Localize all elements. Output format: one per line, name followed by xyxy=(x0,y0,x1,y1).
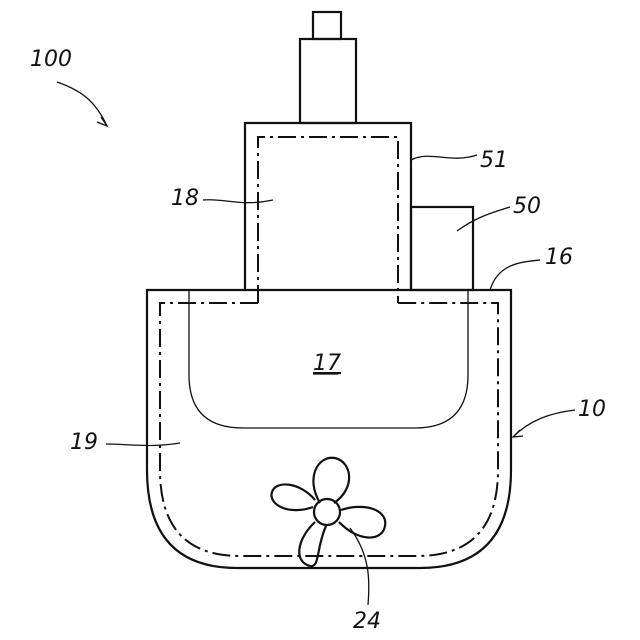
mast-cap xyxy=(313,12,341,39)
housing-51-outline xyxy=(245,123,411,290)
mast-stack xyxy=(300,39,356,123)
ref-label-16: 16 xyxy=(545,245,573,270)
ref-label-18: 18 xyxy=(171,186,199,211)
ref-label-19: 19 xyxy=(70,430,98,455)
block-50 xyxy=(411,207,473,290)
propeller-blade-right xyxy=(339,507,385,538)
ref-label-100: 100 xyxy=(30,47,72,72)
ref-label-24: 24 xyxy=(353,609,381,634)
propeller-blade-bottom xyxy=(299,522,326,566)
hull-inner-line xyxy=(160,303,498,556)
leader-10 xyxy=(513,410,575,437)
propeller-blade-left xyxy=(271,484,315,510)
leader-24 xyxy=(350,528,369,605)
propeller-24 xyxy=(271,458,385,566)
propeller-hub xyxy=(314,499,340,525)
leader-51 xyxy=(411,155,477,160)
ref-label-51: 51 xyxy=(480,148,508,173)
leader-16 xyxy=(490,260,540,290)
housing-51-inner-line xyxy=(258,137,398,303)
hull-10-outline xyxy=(147,290,511,568)
leader-50 xyxy=(457,207,510,231)
leader-100 xyxy=(57,82,107,126)
arrowhead-10 xyxy=(513,430,523,437)
leader-19 xyxy=(106,443,180,446)
leader-18 xyxy=(203,200,273,203)
ref-label-17: 17 xyxy=(313,351,341,376)
propeller-blade-top xyxy=(313,458,349,503)
ref-label-10: 10 xyxy=(578,397,606,422)
ref-label-50: 50 xyxy=(513,194,541,219)
